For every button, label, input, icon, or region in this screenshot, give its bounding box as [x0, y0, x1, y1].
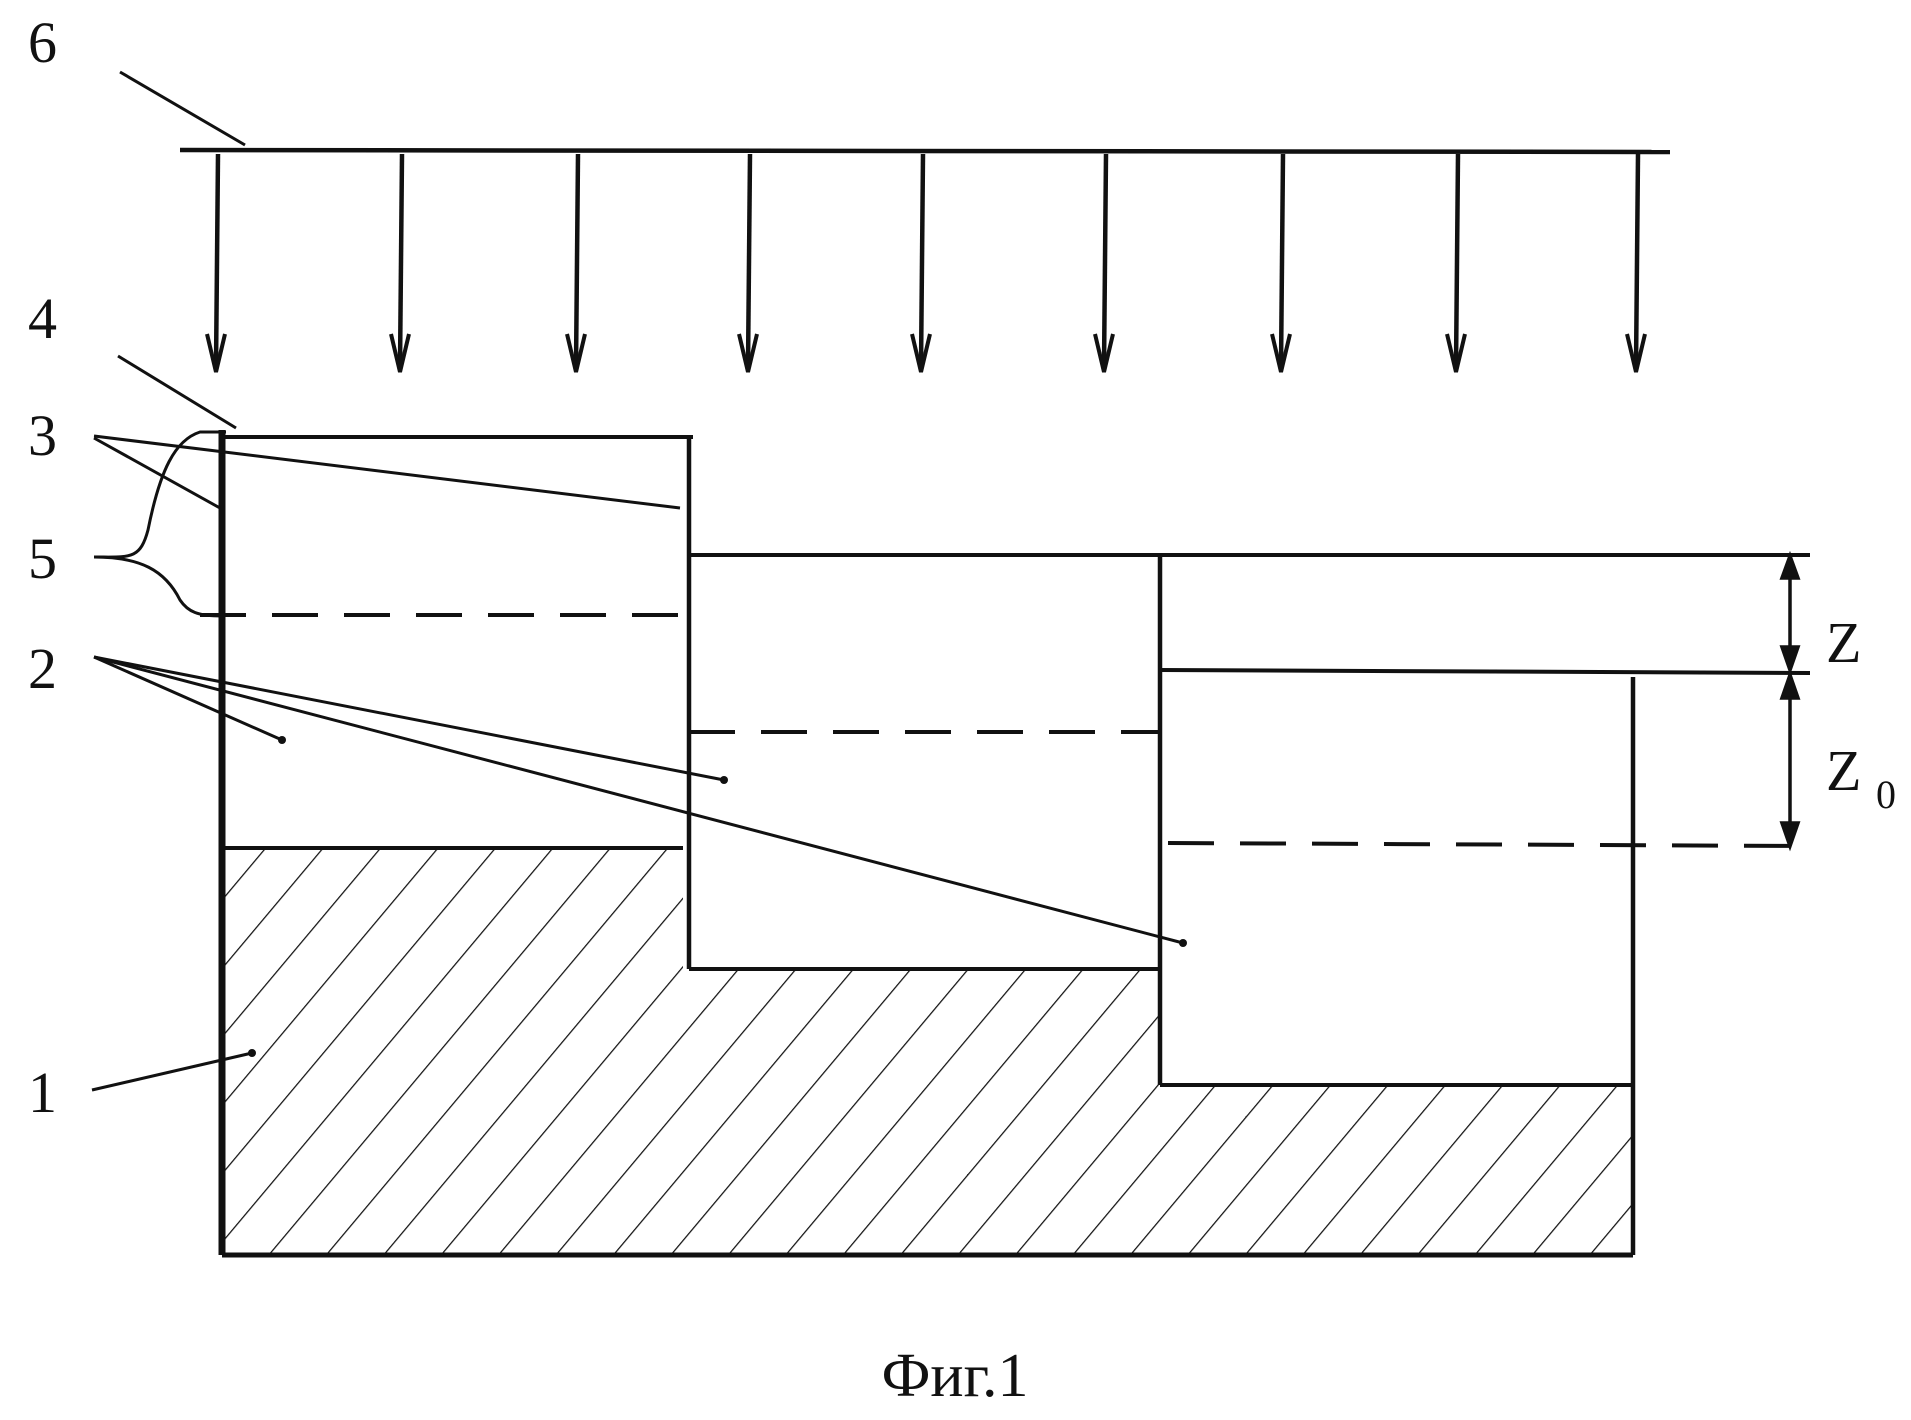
flux-arrow — [912, 154, 930, 372]
flux-arrow — [207, 154, 225, 372]
label-z: Z — [1826, 610, 1861, 675]
label-4: 4 — [28, 286, 57, 351]
flux-arrow — [739, 154, 757, 372]
label-6: 6 — [28, 10, 57, 75]
label-3: 3 — [28, 403, 57, 468]
dashed-film-lines — [200, 615, 1810, 846]
flux-arrow — [1627, 154, 1645, 372]
flux-arrows — [207, 154, 1645, 372]
figure-caption: Фиг.1 — [881, 1342, 1028, 1410]
flux-arrow — [391, 154, 409, 372]
label-5: 5 — [28, 526, 57, 591]
flux-arrow — [1447, 154, 1465, 372]
label-1: 1 — [28, 1060, 57, 1125]
label-z0-subscript: 0 — [1876, 772, 1896, 817]
dimension-arrows — [1782, 556, 1798, 846]
label-2: 2 — [28, 636, 57, 701]
source-plane-line — [180, 150, 1670, 152]
label-z0: Z — [1826, 738, 1861, 803]
hatched-base-body — [222, 848, 1633, 1255]
flux-arrow — [1095, 154, 1113, 372]
flux-arrow — [567, 154, 585, 372]
flux-arrow — [1272, 154, 1290, 372]
